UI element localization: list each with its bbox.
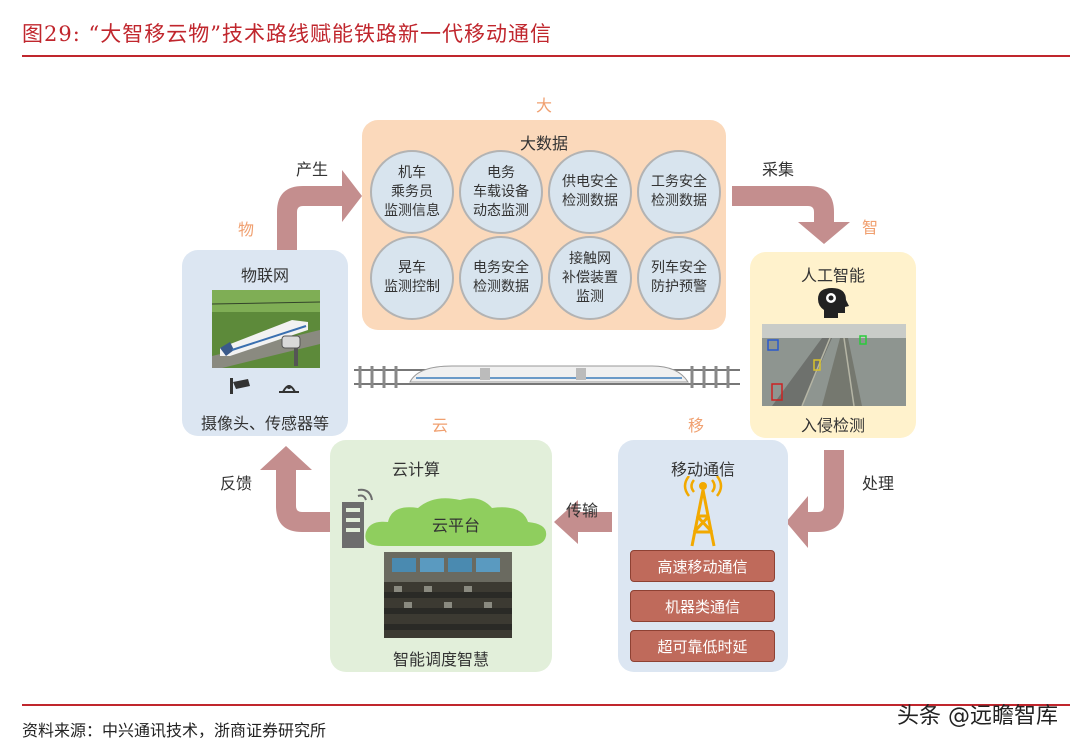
bigdata-item-loco-crew: 机车 乘务员 监测信息 [370,150,454,234]
dimension-wu: 物 [238,220,255,239]
iot-caption: 摄像头、传感器等 [200,414,329,433]
arrow-chuanshu [554,500,612,544]
cloud-title: 云计算 [392,460,441,479]
source-note: 资料来源：中兴通讯技术，浙商证券研究所 [22,721,327,740]
dimension-zhi: 智 [862,218,879,237]
arrow-caiji [732,186,850,244]
big-data-title: 大数据 [519,134,568,153]
watermark: 头条 @远瞻智库 [897,704,1058,729]
big-data-grid: 机车 乘务员 监测信息 电务 车载设备 动态监测 供电安全 检测数据 工务安全 … [370,150,721,320]
flow-label-fankui: 反馈 [220,474,253,493]
figure-title: 图29: “大智移云物”技术路线赋能铁路新一代移动通信 [22,22,552,46]
sensor-icon [279,385,299,393]
mobile-title: 移动通信 [670,460,735,479]
dispatch-center-photo [384,552,512,638]
intrusion-detection-photo [762,324,906,406]
bigdata-item-signal-onboard: 电务 车载设备 动态监测 [459,150,543,234]
title-rule [22,55,1070,57]
arrow-chuli [786,450,844,548]
mobile-item-urllc: 超可靠低时延 [630,630,775,662]
camera-icon [230,378,250,394]
server-building-icon [342,488,373,548]
ai-title: 人工智能 [800,266,865,285]
footer-rule [22,704,1070,706]
arrow-fankui [260,446,330,532]
bigdata-item-train-protection: 列车安全 防护预警 [637,236,721,320]
bigdata-item-track-safety: 工务安全 检测数据 [637,150,721,234]
ai-caption: 入侵检测 [800,416,865,435]
arrow-chansheng [277,170,362,250]
iot-train-photo [212,290,320,368]
flow-label-chansheng: 产生 [296,160,329,179]
cloud-platform-label: 云平台 [431,516,480,535]
flow-label-chuli: 处理 [862,474,895,493]
mobile-item-machine-type: 机器类通信 [630,590,775,622]
bigdata-item-sway-control: 晃车 监测控制 [370,236,454,320]
flow-label-chuanshu: 传输 [566,501,599,520]
bigdata-item-catenary: 接触网 补偿装置 监测 [548,236,632,320]
ai-brain-head-icon [818,288,849,318]
dimension-yun: 云 [432,416,449,435]
bigdata-item-power-safety: 供电安全 检测数据 [548,150,632,234]
mobile-item-high-speed: 高速移动通信 [630,550,775,582]
signal-tower-icon [683,476,723,547]
dimension-yi: 移 [688,416,705,435]
iot-title: 物联网 [240,266,289,285]
cloud-platform-shape [365,498,547,546]
bigdata-item-signal-safety: 电务安全 检测数据 [459,236,543,320]
dimension-da: 大 [536,96,553,115]
train-rail-graphic [354,365,740,388]
flow-label-caiji: 采集 [762,160,795,179]
cloud-caption: 智能调度智慧 [392,650,489,669]
